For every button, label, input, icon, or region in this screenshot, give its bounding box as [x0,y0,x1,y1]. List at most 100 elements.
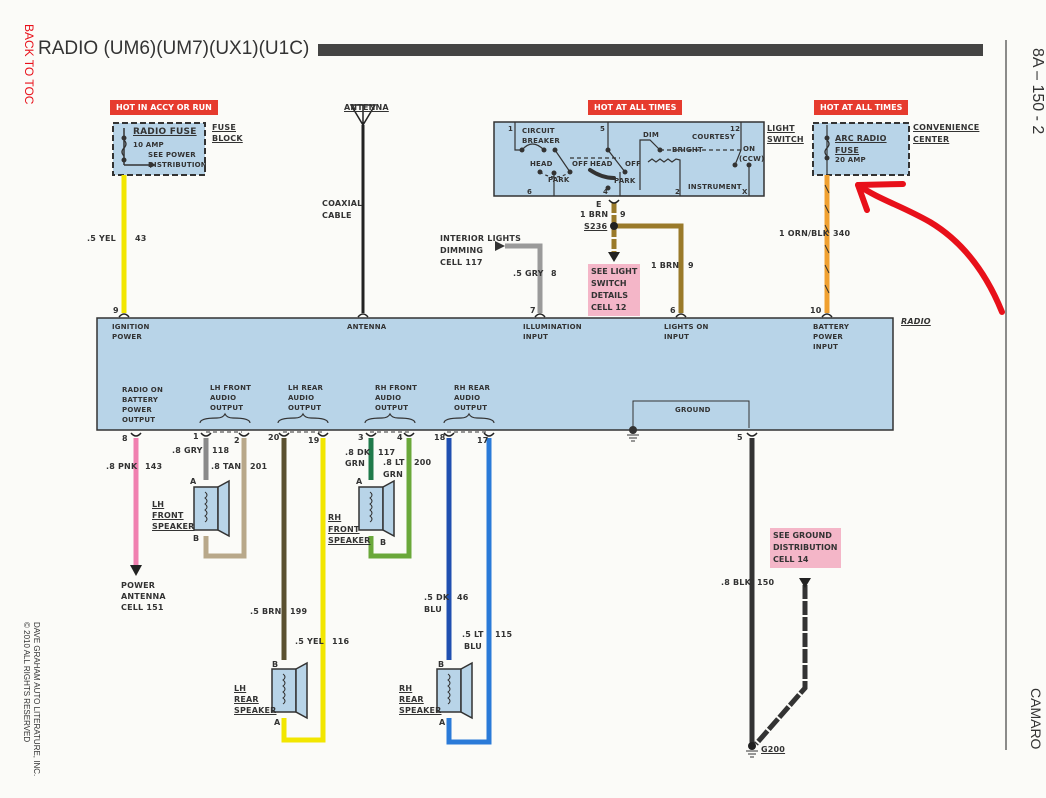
radio-output-label: RH FRONT AUDIO OUTPUT [375,383,417,413]
rh-rear-speaker-label: REAR [399,695,424,704]
pin-number: 2 [234,436,240,445]
ground-distribution-note: SEE GROUND DISTRIBUTION CELL 14 [770,528,841,568]
splice-s236 [610,222,618,230]
page-reference: 8A – 150 - 2 [1029,48,1046,135]
fuse-block-label: FUSE [212,123,236,132]
lh-rear-speaker-label: LH [234,684,247,693]
copyright-line: © 2010 ALL RIGHTS RESERVED [22,622,31,743]
convenience-center-box [812,122,910,176]
label-line: BATTERY [122,396,159,404]
rh-rear-speaker-label: SPEAKER [399,706,442,715]
wire-label: GRN [383,470,404,479]
speaker-pin: B [438,660,445,669]
fuse-block-label: BLOCK [212,134,243,143]
annotation-arrow [855,182,1005,315]
rh-front-speaker-label: FRONT [328,525,360,534]
wire-label: .8 TAN [211,462,242,471]
pin-number: 5 [737,433,743,442]
wire-label: .5 YEL [87,234,116,243]
label-line: OUTPUT [210,404,244,412]
radio-input-label: ANTENNA [347,323,387,331]
rh-rear-speaker-icon [436,661,473,720]
switch-text: BREAKER [522,137,560,145]
pin-number: 2 [675,188,681,196]
fuse-note: SEE POWER [148,151,196,159]
pin-number: 4 [397,433,403,442]
switch-text: PARK [548,176,570,184]
ground-icon [627,434,639,442]
light-switch-label: LIGHT [767,124,795,133]
page-title: RADIO (UM6)(UM7)(UX1)(U1C) [38,38,310,59]
light-switch-details-note: SEE LIGHT SWITCH DETAILS CELL 12 [588,264,641,316]
arrow-down-icon [608,252,620,262]
switch-text: (CCW) [739,155,765,163]
hot-in-accy-run-tag: HOT IN ACCY OR RUN [110,100,218,115]
speaker-pin: A [439,718,446,727]
switch-text: CIRCUIT [522,127,555,135]
label-line: AUDIO [375,394,402,402]
label-line: RH FRONT [375,384,418,392]
antenna-label: ANTENNA [344,103,389,112]
radio-input-label: INPUT [664,333,690,341]
wire-label: 1 BRN [651,261,680,270]
convenience-center-label: CONVENIENCE [913,123,980,132]
wire-ground-distribution [754,585,808,746]
circuit-number: 118 [212,446,230,455]
back-to-toc-link[interactable]: BACK TO TOC [22,24,36,105]
radio-input-label: ILLUMINATION [523,323,582,331]
circuit-number: 8 [551,269,557,278]
switch-text: BRIGHT [672,146,703,154]
pin-number: 1 [508,125,514,133]
circuit-number: 340 [833,229,851,238]
speaker-pin: B [272,660,279,669]
arc-radio-fuse-label: ARC RADIO [835,134,887,143]
antenna-icon [349,104,377,127]
wire-brn-9-6 [614,223,684,313]
speaker-pin: A [356,477,363,486]
circuit-number: 143 [145,462,163,471]
lh-front-speaker-label: FRONT [152,511,184,520]
pin-number: 3 [358,433,364,442]
pin-number: 18 [434,433,446,442]
connector-label: E [596,200,602,209]
wire-ltblu-115 [446,438,492,745]
rh-front-speaker-label: RH [328,513,342,522]
wire-label: .5 YEL [295,637,324,646]
switch-text: COURTESY [692,133,736,141]
label-line: RH REAR [454,384,491,392]
interior-dimming-note: INTERIOR LIGHTS [440,234,522,243]
arrow-down-icon [799,578,811,588]
wire-label: .8 LT [383,458,405,467]
title-bar [318,44,983,56]
power-antenna-note: ANTENNA [121,592,166,601]
pin-number: 4 [603,188,609,196]
wire-label: BLU [424,605,443,614]
radio-input-label: BATTERY [813,323,850,331]
switch-text: OFF [625,160,642,168]
label-line: OUTPUT [288,404,322,412]
hot-at-all-times-tag: HOT AT ALL TIMES [588,100,683,115]
interior-dimming-note: DIMMING [440,246,484,255]
coaxial-cable-label: COAXIAL [322,199,363,208]
radio-label: RADIO [901,317,931,326]
pin-number: 9 [113,306,119,315]
lh-rear-speaker-icon [271,661,308,720]
arc-radio-fuse-label: FUSE [835,146,859,155]
wire-label: .5 DK [424,593,450,602]
speaker-pin: B [193,534,200,543]
switch-text: DIM [643,131,659,139]
label-line: OUTPUT [454,404,488,412]
circuit-number: 9 [620,210,626,219]
rh-front-speaker-icon [358,479,395,538]
circuit-number: 9 [688,261,694,270]
switch-text: HEAD [590,160,613,168]
arrow-left-icon [495,241,505,251]
fuse-rating: 10 AMP [133,141,164,149]
pin-number: 6 [527,188,533,196]
wire-label: .8 GRY [172,446,203,455]
pin-number: 10 [810,306,822,315]
radio-output-label: RH REAR AUDIO OUTPUT [454,383,490,413]
radio-input-label: INPUT [523,333,549,341]
copyright-line: DAVE GRAHAM AUTO LITERATURE, INC. [32,622,41,777]
